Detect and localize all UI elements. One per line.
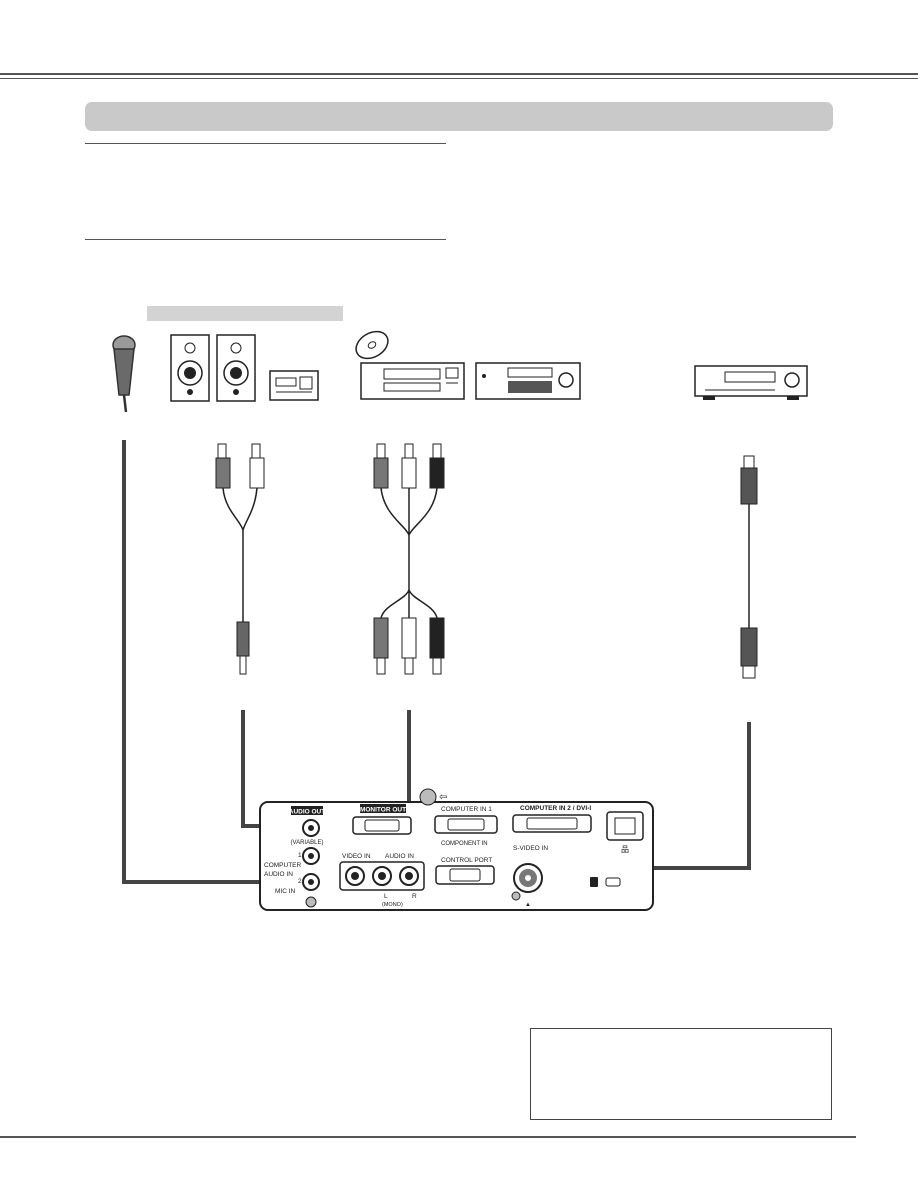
mono-label: (MONO) bbox=[382, 902, 403, 908]
audio-out-label: AUDIO OUT bbox=[289, 809, 326, 816]
note-rule-top bbox=[85, 143, 446, 144]
svg-text:品: 品 bbox=[621, 845, 629, 854]
computer-in-2-label: COMPUTER IN 2 / DVI-I bbox=[520, 805, 591, 812]
projector-back-panel: ⇦ AUDIO OUT (VARIABLE) 1 COMPUTER AUDIO … bbox=[259, 788, 654, 911]
microphone-icon bbox=[112, 335, 136, 413]
variable-label: (VARIABLE) bbox=[291, 840, 324, 846]
devices-label-bar bbox=[147, 306, 343, 321]
svg-text:▲: ▲ bbox=[525, 902, 531, 908]
control-port-label: CONTROL PORT bbox=[441, 857, 492, 864]
section-header-bar bbox=[85, 102, 833, 131]
video-deck-icon bbox=[360, 362, 465, 400]
s-video-in-label: S-VIDEO IN bbox=[513, 845, 548, 852]
top-rule bbox=[0, 73, 918, 75]
video-in-label: VIDEO IN bbox=[342, 853, 371, 860]
audio-left-label: L bbox=[384, 893, 388, 900]
av-cable-rca bbox=[373, 443, 445, 675]
audio-in-label: AUDIO IN bbox=[264, 871, 293, 878]
computer-in-1-label: COMPUTER IN 1 bbox=[441, 806, 492, 813]
audio-right-label: R bbox=[412, 893, 417, 900]
port-1-label: 1 bbox=[298, 852, 302, 859]
monitor-out-label: MONITOR OUT bbox=[360, 807, 406, 814]
port-2-label: 2 bbox=[298, 878, 302, 885]
note-rule-bottom bbox=[85, 239, 446, 240]
cd-disc-icon bbox=[355, 330, 389, 360]
mic-in-label: MIC IN bbox=[275, 888, 296, 895]
top-rule-thin bbox=[0, 78, 918, 79]
component-in-label: COMPONENT IN bbox=[441, 841, 488, 847]
audio-in-rca-label: AUDIO IN bbox=[385, 853, 414, 860]
av-receiver-icon bbox=[694, 365, 808, 400]
speaker-icon bbox=[216, 334, 256, 402]
speaker-icon bbox=[170, 334, 210, 402]
svg-text:⇦: ⇦ bbox=[439, 792, 447, 803]
bottom-rule bbox=[0, 1136, 856, 1138]
audio-cable-rca-to-mini bbox=[215, 443, 265, 675]
caution-box bbox=[530, 1028, 832, 1120]
s-video-cable bbox=[740, 455, 758, 679]
computer-label: COMPUTER bbox=[264, 862, 302, 869]
video-deck-icon bbox=[475, 362, 581, 400]
amplifier-icon bbox=[269, 370, 319, 401]
